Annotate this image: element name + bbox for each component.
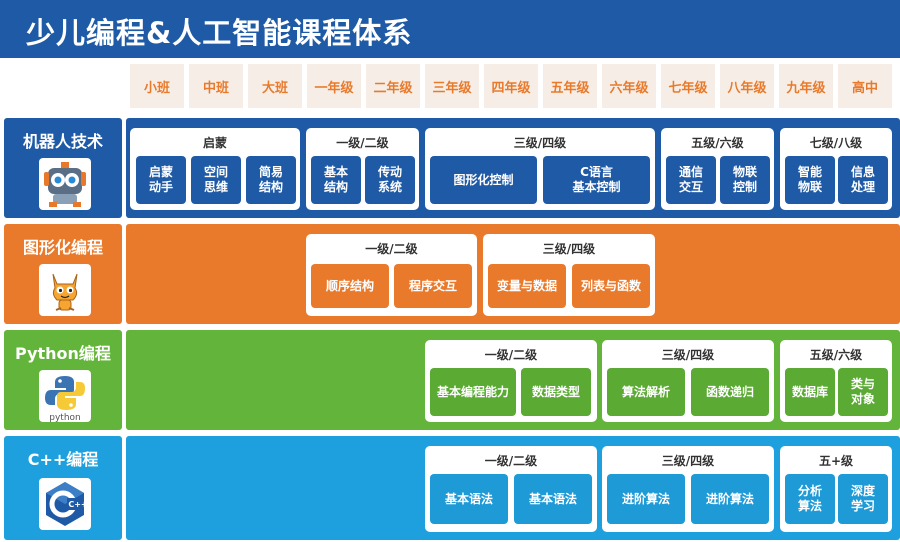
group-heading: 一级/二级 (484, 348, 538, 362)
course-box[interactable]: 深度 学习 (838, 474, 888, 524)
grade-label: 六年级 (602, 64, 656, 108)
group-heading: 一级/二级 (365, 242, 418, 256)
title-bar: 少儿编程&人工智能课程体系 (0, 0, 900, 58)
course-box[interactable]: 数据库 (785, 368, 835, 416)
group-level-5-plus: 五+级 分析 算法 深度 学习 (780, 446, 892, 532)
group-level-3-4: 三级/四级 算法解析 函数递归 (602, 340, 774, 422)
group-level-3-4: 三级/四级 图形化控制 C语言 基本控制 (425, 128, 655, 210)
course-box[interactable]: 类与 对象 (838, 368, 888, 416)
course-box[interactable]: 进阶算法 (607, 474, 685, 524)
group-level-5-6: 五级/六级 通信 交互 物联 控制 (661, 128, 774, 210)
grade-label: 五年级 (543, 64, 597, 108)
group-heading: 三级/四级 (661, 348, 715, 362)
grade-label: 一年级 (307, 64, 361, 108)
group-heading: 一级/二级 (484, 454, 538, 468)
course-box[interactable]: 传动 系统 (365, 156, 415, 204)
course-box[interactable]: 算法解析 (607, 368, 685, 416)
grade-label: 大班 (248, 64, 302, 108)
group-level-1-2: 一级/二级 基本编程能力 数据类型 (425, 340, 597, 422)
python-logo-icon: python (39, 370, 91, 422)
grade-label: 七年级 (661, 64, 715, 108)
grade-label: 四年级 (484, 64, 538, 108)
course-box[interactable]: 进阶算法 (691, 474, 769, 524)
course-box[interactable]: 基本编程能力 (430, 368, 516, 416)
row-title: 图形化编程 (22, 238, 103, 257)
grade-label: 八年级 (720, 64, 774, 108)
row-track-cpp: 一级/二级 基本语法 基本语法 三级/四级 进阶算法 进阶算法 五+级 分析 算… (126, 436, 900, 540)
course-box[interactable]: 空间 思维 (191, 156, 241, 204)
group-heading: 一级/二级 (336, 136, 389, 150)
robot-icon (39, 158, 91, 210)
row-label-robot: 机器人技术 (4, 118, 122, 218)
row-title: 机器人技术 (22, 132, 103, 151)
python-wordmark: python (49, 413, 80, 422)
group-qimeng: 启蒙 启蒙 动手 空间 思维 简易 结构 (130, 128, 300, 210)
group-level-1-2: 一级/二级 基本 结构 传动 系统 (306, 128, 419, 210)
course-box[interactable]: 程序交互 (394, 264, 472, 308)
row-label-graphic: 图形化编程 (4, 224, 122, 324)
course-box[interactable]: 通信 交互 (666, 156, 716, 204)
course-box[interactable]: 启蒙 动手 (136, 156, 186, 204)
group-level-1-2: 一级/二级 顺序结构 程序交互 (306, 234, 477, 316)
row-label-python: Python编程 python (4, 330, 122, 430)
course-box[interactable]: 分析 算法 (785, 474, 835, 524)
grade-label: 九年级 (779, 64, 833, 108)
course-box[interactable]: 函数递归 (691, 368, 769, 416)
grade-label: 二年级 (366, 64, 420, 108)
course-box[interactable]: 列表与函数 (572, 264, 650, 308)
group-heading: 三级/四级 (513, 136, 567, 150)
course-box[interactable]: 数据类型 (521, 368, 591, 416)
group-heading: 七级/八级 (809, 136, 863, 150)
cpp-wordmark: C++ (68, 500, 87, 509)
group-heading: 三级/四级 (661, 454, 715, 468)
row-track-python: 一级/二级 基本编程能力 数据类型 三级/四级 算法解析 函数递归 五级/六级 … (126, 330, 900, 430)
course-box[interactable]: 基本语法 (430, 474, 508, 524)
course-box[interactable]: 顺序结构 (311, 264, 389, 308)
group-level-5-6: 五级/六级 数据库 类与 对象 (780, 340, 892, 422)
course-box[interactable]: 智能 物联 (785, 156, 835, 204)
course-box[interactable]: 图形化控制 (430, 156, 537, 204)
course-box[interactable]: 信息 处理 (838, 156, 888, 204)
grade-label: 高中 (838, 64, 892, 108)
row-track-robot: 启蒙 启蒙 动手 空间 思维 简易 结构 一级/二级 基本 结构 传动 系统 三… (126, 118, 900, 218)
course-box[interactable]: 简易 结构 (246, 156, 296, 204)
row-title: Python编程 (15, 344, 111, 363)
page-title: 少儿编程&人工智能课程体系 (26, 16, 413, 50)
grade-label: 小班 (130, 64, 184, 108)
course-box[interactable]: 基本语法 (514, 474, 592, 524)
group-level-3-4: 三级/四级 进阶算法 进阶算法 (602, 446, 774, 532)
group-heading: 五级/六级 (691, 136, 744, 150)
group-heading: 五级/六级 (809, 348, 863, 362)
grade-label: 三年级 (425, 64, 479, 108)
cpp-logo-icon: C++ (39, 478, 91, 530)
row-track-graphic: 一级/二级 顺序结构 程序交互 三级/四级 变量与数据 列表与函数 (126, 224, 900, 324)
group-heading: 五+级 (818, 454, 854, 468)
row-title: C++编程 (27, 450, 99, 469)
course-box[interactable]: 物联 控制 (720, 156, 770, 204)
row-label-cpp: C++编程 C++ (4, 436, 122, 540)
course-box[interactable]: 基本 结构 (311, 156, 361, 204)
group-heading: 三级/四级 (542, 242, 596, 256)
grade-label: 中班 (189, 64, 243, 108)
group-level-1-2: 一级/二级 基本语法 基本语法 (425, 446, 597, 532)
group-level-7-8: 七级/八级 智能 物联 信息 处理 (780, 128, 892, 210)
course-box[interactable]: C语言 基本控制 (543, 156, 650, 204)
grade-header-row: 小班 中班 大班 一年级 二年级 三年级 四年级 五年级 六年级 七年级 八年级… (128, 64, 900, 110)
group-level-3-4: 三级/四级 变量与数据 列表与函数 (483, 234, 655, 316)
scratch-cat-icon (39, 264, 91, 316)
course-box[interactable]: 变量与数据 (488, 264, 566, 308)
group-heading: 启蒙 (202, 136, 227, 150)
